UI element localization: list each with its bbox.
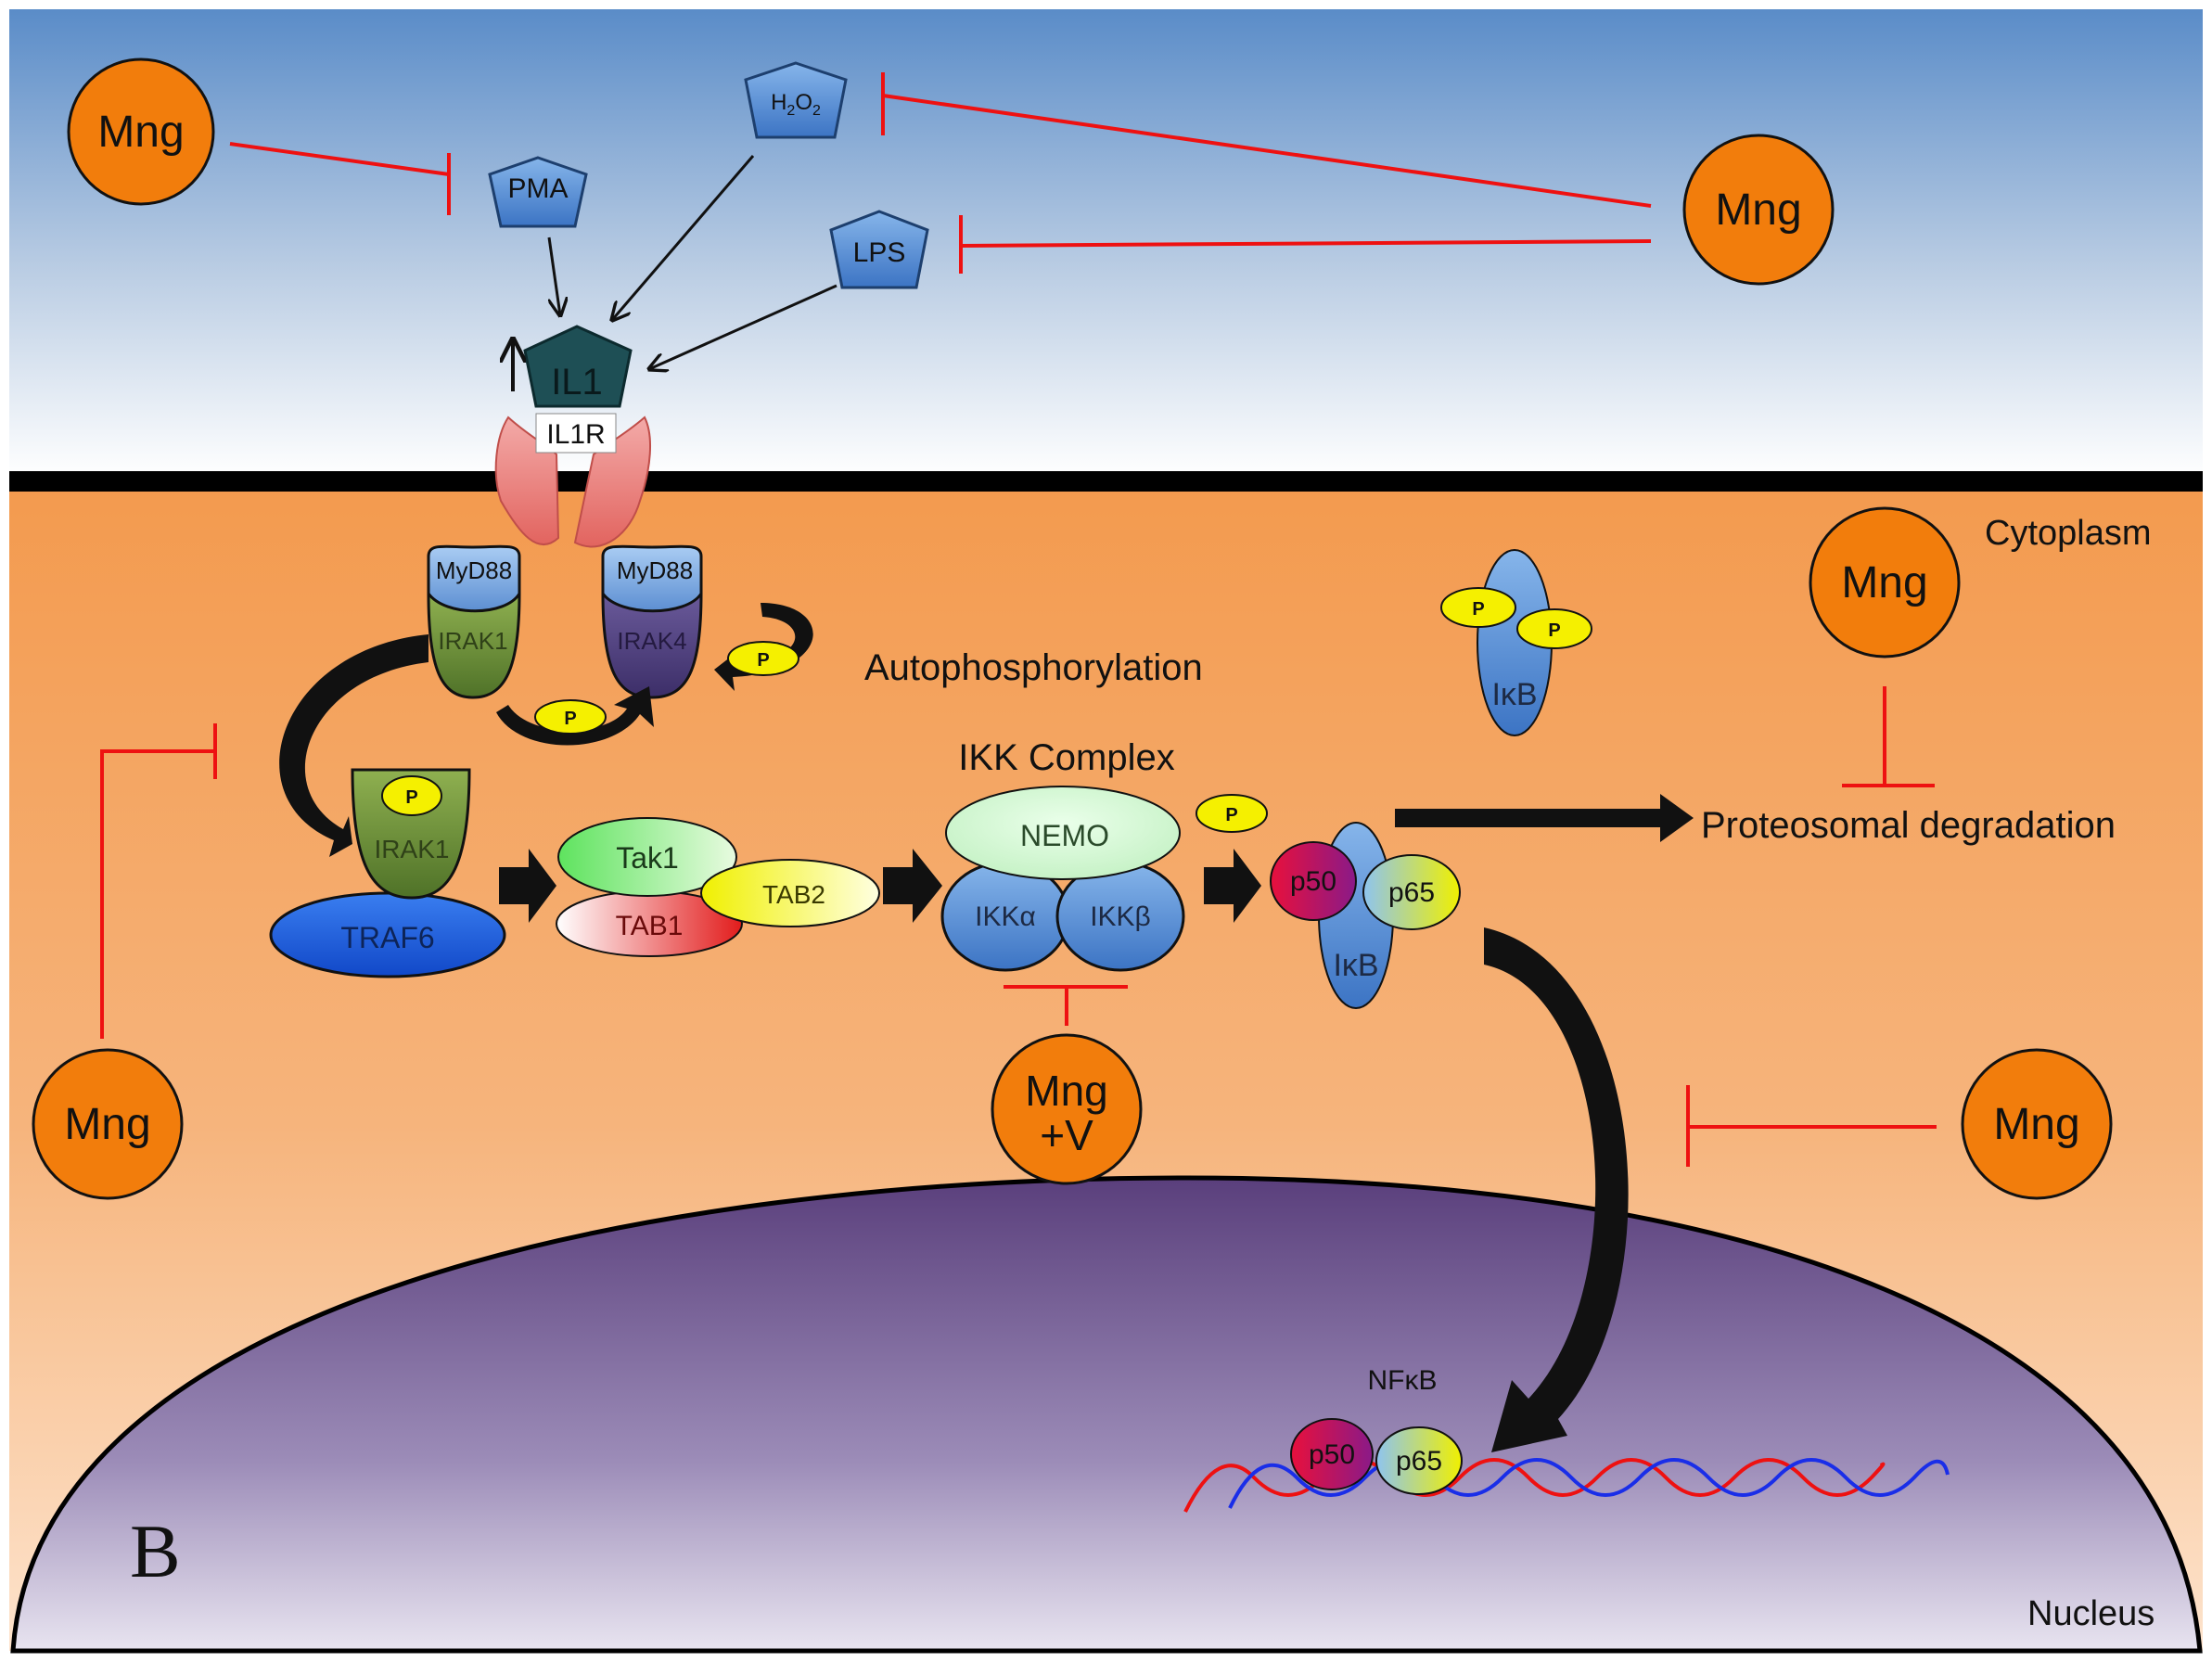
ikk-complex-label: IKK Complex: [958, 737, 1174, 778]
p65-cyto: p65: [1362, 854, 1461, 930]
nucleus-label: Nucleus: [2027, 1594, 2154, 1633]
pma-ligand: PMA: [488, 156, 588, 228]
phospho-autophos: P: [727, 641, 799, 676]
inhibit-irak: [100, 749, 215, 1039]
irak-to-traf6-arrow: [279, 634, 428, 857]
inhibit-h2o2: [882, 94, 1652, 208]
proteosomal-degradation-label: Proteosomal degradation: [1701, 805, 2116, 846]
p65-nucleus-label: p65: [1396, 1446, 1442, 1477]
mng-inhibitor-h2o2-lps: Mng: [1682, 134, 1835, 286]
irak4-label: IRAK4: [617, 627, 686, 655]
p65-cyto-label: p65: [1388, 877, 1435, 908]
ikb-free-label: IκB: [1491, 677, 1537, 712]
pma-to-il1-arrow: [547, 237, 560, 315]
phospho-irak1: P: [381, 775, 442, 816]
inhibit-lps: [960, 239, 1652, 248]
mng-inhibitor-pma: Mng: [67, 58, 215, 206]
p50-nucleus: p50: [1290, 1418, 1374, 1490]
irak1-label: IRAK1: [438, 627, 507, 655]
phospho-irak1-label: P: [405, 787, 417, 808]
h2o2-ligand: H2O2: [744, 61, 848, 139]
myd88-left: MyD88: [427, 544, 521, 613]
irak1-receptor-bound: IRAK1: [427, 592, 521, 699]
mng-label-3: Mng: [1841, 558, 1927, 607]
myd88-right-label: MyD88: [617, 556, 693, 584]
tab1-label: TAB1: [616, 911, 684, 941]
dna-strand-blue: [1228, 1458, 1950, 1509]
nemo-label: NEMO: [1020, 819, 1109, 852]
degradation-arrow-head: [1660, 794, 1694, 842]
ikb-bound-label: IκB: [1333, 948, 1378, 983]
phospho-autophos-label: P: [757, 650, 769, 671]
nfkb-translocation-arrow: [1484, 927, 1629, 1452]
tab2-label: TAB2: [762, 880, 825, 909]
p50-cyto-label: p50: [1290, 866, 1336, 897]
mng-inhibitor-irak: Mng: [32, 1048, 184, 1200]
mng-label-5: Mng: [1993, 1100, 2079, 1149]
irak1-traf6-label: IRAK1: [375, 835, 450, 863]
il1r-receptor: IL1R: [494, 413, 652, 548]
il1-label: IL1: [551, 362, 603, 403]
dna-strand-red: [1183, 1458, 1886, 1513]
mng-inhibitor-translocation: Mng: [1961, 1048, 2113, 1200]
arrow-ikk-to-nfkb: [1204, 849, 1261, 923]
autophos-arrow-bottom: [496, 686, 654, 746]
lps-to-il1-arrow: [649, 284, 837, 369]
degradation-arrow-shaft: [1395, 809, 1664, 827]
mng-label-4: Mng: [64, 1100, 150, 1149]
autophosphorylation-label: Autophosphorylation: [864, 647, 1203, 688]
phospho-ikb-1-label: P: [1472, 599, 1484, 620]
tab2: TAB2: [700, 859, 880, 927]
phospho-ikb-1: P: [1440, 587, 1516, 628]
h2o2-o: O: [795, 90, 812, 115]
myd88-left-label: MyD88: [436, 556, 512, 584]
mng-v-inhibitor-ikk: Mng +V: [991, 1033, 1143, 1185]
mng-inhibitor-degradation: Mng: [1809, 506, 1961, 658]
svg-text:H2O2: H2O2: [771, 90, 821, 119]
mng-v-line2: +V: [1040, 1111, 1093, 1159]
phospho-ikb-2: P: [1516, 608, 1592, 649]
inhibition-lines: [100, 72, 1937, 1167]
ikk-beta-label: IKKβ: [1090, 901, 1151, 932]
phospho-bottom-label: P: [564, 709, 576, 729]
ikk-alpha-label: IKKα: [975, 901, 1036, 932]
nfkb-label: NFκB: [1368, 1365, 1438, 1396]
phospho-ikk-label: P: [1225, 805, 1237, 825]
arrow-traf6-to-tak1: [499, 849, 556, 923]
myd88-right: MyD88: [601, 544, 703, 613]
il1r-label: IL1R: [546, 419, 605, 450]
tak1: Tak1: [557, 817, 737, 897]
cell-membrane: [9, 471, 2203, 492]
arrow-tak1-to-ikk: [883, 849, 942, 923]
phospho-ikb-2-label: P: [1548, 620, 1560, 641]
traf6: TRAF6: [269, 891, 506, 978]
p65-nucleus: p65: [1375, 1426, 1463, 1495]
panel-letter: B: [130, 1509, 181, 1593]
nemo: NEMO: [945, 786, 1181, 880]
tak1-label: Tak1: [616, 841, 679, 875]
nucleus: [10, 1175, 2203, 1654]
lps-label: LPS: [853, 237, 906, 268]
cytoplasm-label: Cytoplasm: [1985, 514, 2152, 553]
h2o2-to-il1-arrow: [612, 155, 755, 320]
pma-label: PMA: [507, 173, 568, 204]
mng-label-1: Mng: [97, 108, 184, 157]
inhibit-pma: [229, 142, 450, 176]
h2o2-sub2: 2: [812, 103, 821, 119]
il1-ligand: IL1: [523, 325, 633, 408]
lps-ligand: LPS: [829, 210, 929, 289]
phospho-ikk: P: [1196, 794, 1268, 833]
mng-label-2: Mng: [1715, 185, 1801, 235]
h2o2-sub1: 2: [786, 103, 795, 119]
p50-nucleus-label: p50: [1309, 1439, 1355, 1470]
h2o2-h: H: [771, 90, 786, 115]
traf6-label: TRAF6: [340, 921, 434, 954]
phospho-bottom: P: [534, 699, 607, 735]
p50-cyto: p50: [1270, 841, 1357, 921]
irak4-receptor-bound: IRAK4: [601, 592, 703, 699]
mng-v-line1: Mng: [1025, 1067, 1107, 1115]
